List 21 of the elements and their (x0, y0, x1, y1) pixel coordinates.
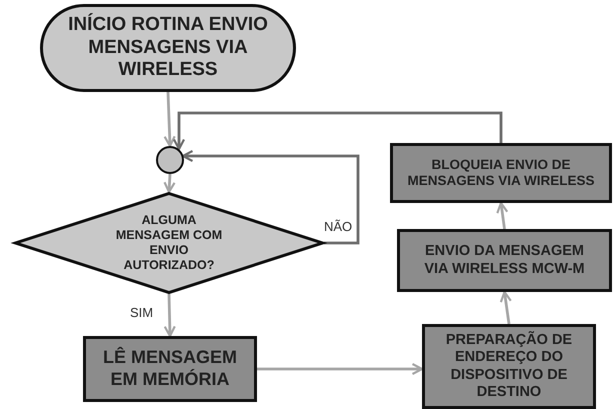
connector-circle (156, 146, 184, 174)
arrow (182, 150, 360, 244)
arrow (164, 294, 176, 338)
arrow (164, 92, 176, 148)
node-text: INÍCIO ROTINA ENVIO MENSAGENS VIA WIRELESS (67, 14, 269, 82)
node-text: ENVIO DA MENSAGEM VIA WIRELESS MCW-M (423, 243, 586, 278)
arrow (496, 202, 508, 230)
process-box (390, 143, 612, 203)
arrow (172, 112, 502, 150)
process-box (83, 336, 257, 402)
edge-label: SIM (128, 306, 156, 320)
node-text: LÊ MENSAGEM EM MEMÓRIA (102, 347, 238, 391)
process-box (422, 324, 596, 409)
edge-label: NÃO (322, 220, 354, 234)
process-box (397, 229, 612, 292)
arrow (163, 174, 176, 194)
arrow (257, 362, 424, 376)
arrow (500, 290, 512, 324)
node-text: ALGUMA MENSAGEM COM ENVIO AUTORIZADO? (114, 213, 224, 273)
node-text: PREPARAÇÃO DE ENDEREÇO DO DISPOSITIVO DE DESTINO (444, 332, 574, 402)
node-text: BLOQUEIA ENVIO DE MENSAGENS VIA WIRELESS (406, 156, 596, 190)
